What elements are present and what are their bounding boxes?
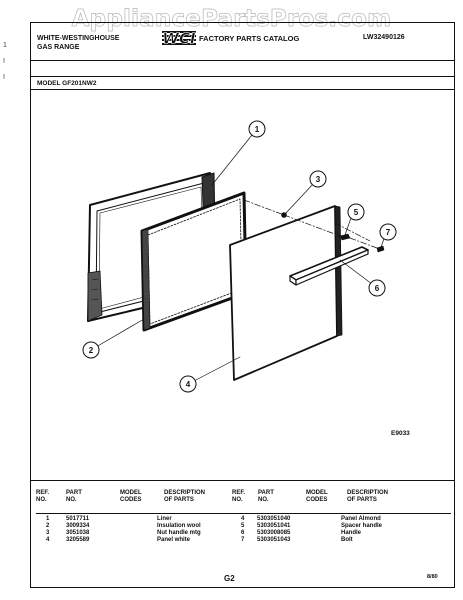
right-part-column: 5303051040 5303051041 5303008085 5303051… (257, 516, 290, 544)
callout-2: 2 (89, 346, 94, 355)
callout-6: 6 (375, 284, 380, 293)
right-ref-column: 4 5 6 7 (241, 516, 244, 544)
header-part-no: PART NO. (258, 490, 274, 503)
table-cell: Panel white (157, 537, 191, 543)
logo-text: WCI (162, 30, 196, 46)
divider (30, 480, 455, 481)
table-cell: 5017711 (66, 516, 90, 522)
wci-logo: WCI (162, 30, 196, 46)
table-cell: 5303051041 (257, 523, 291, 529)
header-description: DESCRIPTION OF PARTS (347, 490, 389, 503)
handle-part (289, 246, 369, 286)
callout-4: 4 (186, 380, 191, 389)
table-cell: Insulation wool (157, 523, 201, 529)
table-cell: 2 (46, 523, 50, 529)
table-cell: Liner (157, 516, 172, 522)
edge-mark: 1 (3, 42, 7, 49)
table-cell: 6 (241, 530, 245, 536)
page-frame (30, 22, 455, 588)
divider (30, 60, 455, 61)
table-divider (36, 513, 451, 514)
product-type: GAS RANGE (37, 44, 80, 51)
table-cell: 5303008085 (257, 530, 291, 536)
panel-part (229, 205, 343, 381)
brand-block: WHITE-WESTINGHOUSE GAS RANGE (37, 34, 119, 52)
table-cell: 1 (46, 516, 50, 522)
catalog-number: LW32490126 (363, 34, 405, 41)
table-cell: 5303051040 (257, 516, 291, 522)
left-ref-column: 1 2 3 4 (46, 516, 49, 544)
callout-5: 5 (354, 208, 359, 217)
header-description: DESCRIPTION OF PARTS (164, 490, 206, 503)
brand-name: WHITE-WESTINGHOUSE (37, 35, 120, 42)
watermark: AppliancePartsPros.com (71, 6, 392, 33)
catalog-title: FACTORY PARTS CATALOG (199, 34, 300, 43)
left-desc-column: Liner Insulation wool Nut handle mtg Pan… (157, 516, 201, 544)
alignment-lines (243, 199, 378, 249)
left-part-column: 5017711 3009334 3051038 3205589 (66, 516, 89, 544)
leader-lines (95, 134, 386, 382)
callout-3: 3 (316, 175, 321, 184)
exploded-diagram: 1 2 3 4 5 6 7 (82, 120, 397, 393)
table-cell: 5303051043 (257, 537, 291, 543)
table-cell: 5 (241, 523, 245, 529)
edge-mark: I (3, 74, 5, 81)
table-cell: Spacer handle (341, 523, 383, 529)
table-cell: 3009334 (66, 523, 90, 529)
table-cell: Handle (341, 530, 362, 536)
table-cell: 7 (241, 537, 245, 543)
callout-1: 1 (255, 125, 260, 134)
edge-mark: I (3, 58, 5, 65)
table-cell: 4 (241, 516, 245, 522)
table-cell: 3051038 (66, 530, 90, 536)
header-model-codes: MODEL CODES (306, 490, 328, 503)
header-model-codes: MODEL CODES (120, 490, 142, 503)
table-cell: 4 (46, 537, 50, 543)
table-cell: Bolt (341, 537, 353, 543)
date-code: 8/80 (427, 574, 438, 580)
bolt-part (376, 245, 385, 253)
insulation-part (140, 191, 248, 332)
table-cell: Panel Almond (341, 516, 381, 522)
table-cell: 3205589 (66, 537, 90, 543)
callout-circles (82, 120, 397, 393)
table-cell: Nut handle mtg (157, 530, 201, 536)
header-ref-no: REF. NO. (36, 490, 50, 503)
page-number: G2 (224, 574, 235, 583)
table-cell: 3 (46, 530, 50, 536)
header-ref-no: REF. NO. (232, 490, 246, 503)
model-label: MODEL GF201NW2 (37, 80, 97, 87)
callout-7: 7 (386, 228, 391, 237)
right-desc-column: Panel Almond Spacer handle Handle Bolt (341, 516, 382, 544)
header-part-no: PART NO. (66, 490, 82, 503)
figure-code: E9033 (391, 430, 410, 437)
divider (30, 89, 455, 90)
divider (30, 76, 455, 77)
